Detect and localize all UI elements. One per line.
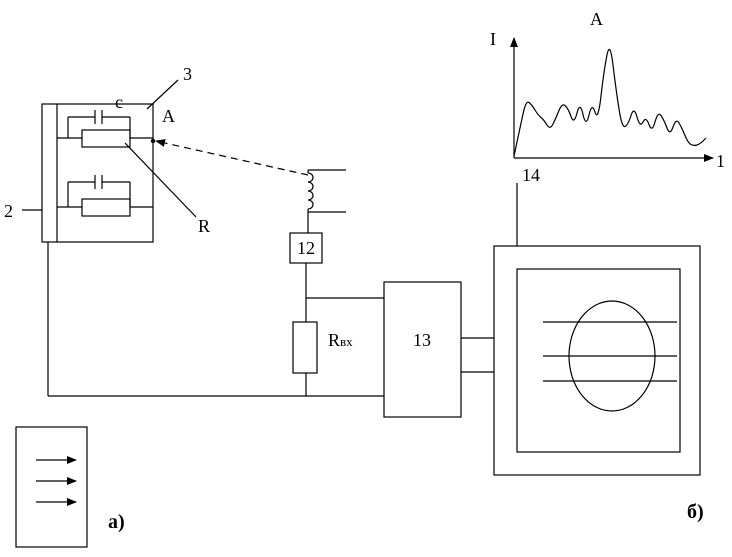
label-panel-a: a) — [108, 511, 125, 533]
resistor-rin — [292, 321, 318, 374]
label-block-12: 12 — [297, 238, 315, 258]
flow-box-frame — [15, 426, 88, 548]
probe-dashed-line — [155, 139, 309, 176]
resistor-lower — [81, 198, 131, 217]
spectrum-line — [513, 48, 707, 157]
display-screen — [516, 268, 681, 453]
rc-element-upper — [57, 110, 153, 148]
display-outer — [493, 245, 701, 476]
spectrum-graph — [510, 37, 714, 162]
label-part-2: 2 — [4, 201, 13, 221]
label-panel-b: б) — [687, 501, 704, 523]
resistor-upper — [81, 129, 131, 148]
label-block-13: 13 — [413, 330, 431, 350]
probe-coil — [307, 169, 346, 233]
label-resistor-r: R — [198, 216, 210, 236]
flow-box — [15, 426, 88, 548]
label-block-14: 14 — [522, 165, 540, 185]
label-graph-axis-x: 1 — [716, 151, 725, 171]
point-a-dot — [150, 138, 156, 144]
leader-r — [124, 142, 197, 218]
rc-element-lower — [57, 175, 153, 217]
sensor-assembly — [22, 79, 197, 243]
block-13 — [383, 281, 462, 418]
label-graph-peak-a: A — [590, 9, 603, 29]
label-graph-axis-i: I — [490, 29, 496, 49]
label-capacitor-c: c — [115, 92, 123, 112]
display-14 — [493, 245, 701, 476]
leader-3 — [146, 79, 179, 110]
label-part-3: 3 — [183, 64, 192, 84]
label-rin: Rвх — [328, 330, 353, 350]
label-point-a: A — [162, 106, 175, 126]
sensor-outer-frame — [41, 103, 154, 243]
